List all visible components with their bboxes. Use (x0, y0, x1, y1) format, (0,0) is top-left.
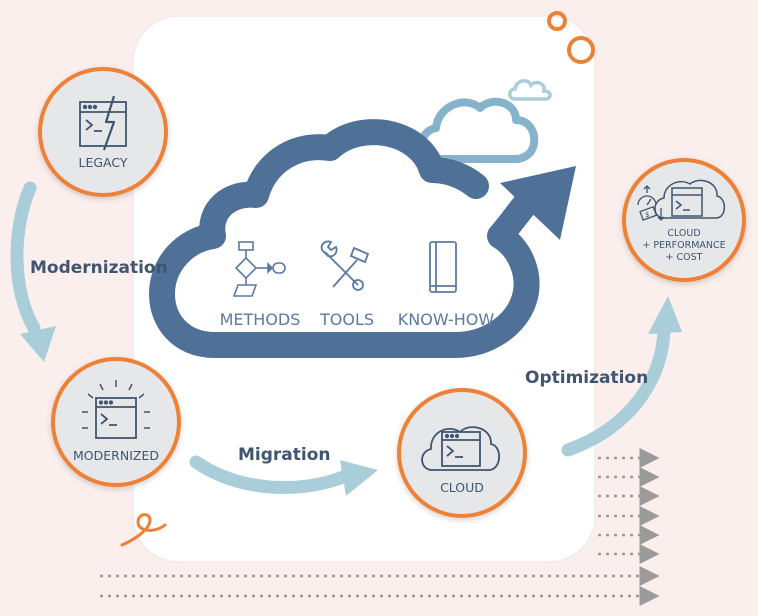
optimization-arrow (561, 296, 682, 457)
optimization-label: Optimization (525, 368, 648, 388)
decor-ring-large (567, 36, 595, 64)
optimized-label-line3: + COST (666, 252, 703, 263)
lightning-icon (102, 95, 116, 151)
cloud-node: CLOUD (397, 388, 527, 518)
terminal-window-icon (95, 397, 137, 439)
modernized-node: MODERNIZED (51, 357, 181, 487)
book-icon (429, 241, 457, 293)
sparkle-rays-icon (82, 380, 150, 429)
decor-ring-small (547, 11, 567, 31)
toolkit-methods-label: METHODS (220, 310, 301, 329)
tools-icon (320, 240, 370, 291)
gauge-icon (637, 185, 657, 206)
toolkit-tools-label: TOOLS (319, 310, 374, 329)
toolkit-knowhow-label: KNOW-HOW (398, 310, 495, 329)
modernized-label: MODERNIZED (73, 448, 159, 463)
cloud-growth-arrowhead (500, 166, 576, 240)
medium-cloud-icon (417, 97, 539, 163)
flowchart-icon (232, 241, 286, 297)
optimized-cloud-node: $ CLOUD + PERFORMANCE + COST (622, 158, 746, 282)
dotted-trail-lines (100, 448, 660, 606)
terminal-window-icon (671, 187, 703, 217)
optimized-label-line2: + PERFORMANCE (642, 240, 725, 251)
terminal-window-icon (79, 101, 127, 147)
decor-squiggle (120, 513, 167, 547)
svg-text:$: $ (645, 211, 649, 219)
cloud-label: CLOUD (440, 480, 484, 495)
cloud-icon (654, 179, 726, 219)
optimized-label-line1: CLOUD (667, 228, 700, 239)
terminal-window-icon (441, 431, 481, 467)
modernization-label: Modernization (30, 258, 168, 278)
dollar-icon: $ (639, 206, 665, 221)
central-cloud-icon (149, 119, 540, 358)
legacy-label: LEGACY (78, 155, 127, 170)
migration-arrow (189, 455, 378, 496)
migration-label: Migration (238, 445, 331, 465)
modernization-arrow (10, 181, 56, 362)
legacy-node: LEGACY (38, 67, 168, 197)
small-cloud-icon (508, 79, 552, 101)
